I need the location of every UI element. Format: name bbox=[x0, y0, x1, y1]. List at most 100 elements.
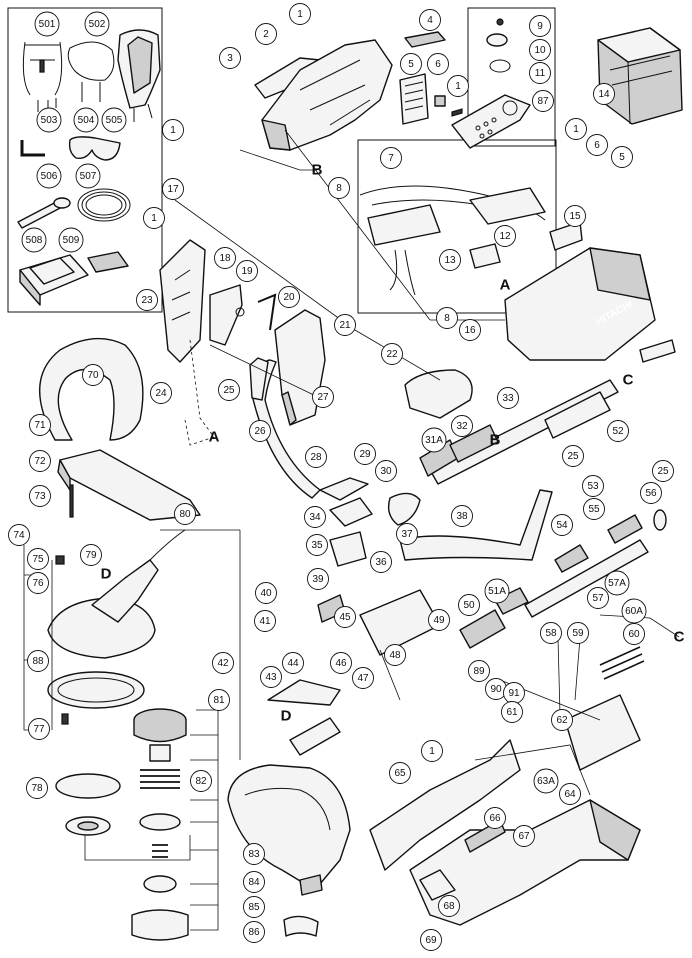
callout-circle bbox=[80, 544, 102, 566]
callout-number: 75 bbox=[32, 554, 44, 565]
callout-7: 7 bbox=[380, 147, 402, 169]
callout-5: 5 bbox=[400, 53, 422, 75]
callout-number: 15 bbox=[569, 211, 581, 222]
callout-number: 87 bbox=[537, 96, 549, 107]
callout-number: 43 bbox=[265, 672, 277, 683]
callout-22: 22 bbox=[381, 343, 403, 365]
callout-503: 503 bbox=[36, 107, 62, 133]
spring-c bbox=[639, 339, 676, 363]
callout-circle bbox=[652, 460, 674, 482]
callout-number: 88 bbox=[32, 656, 44, 667]
callout-circle bbox=[334, 314, 356, 336]
callout-circle bbox=[304, 506, 326, 528]
callout-circle bbox=[593, 83, 615, 105]
callout-circle bbox=[27, 650, 49, 672]
callout-circle bbox=[101, 107, 127, 133]
callout-circle bbox=[604, 570, 630, 596]
callout-number: 32 bbox=[456, 421, 468, 432]
callout-number: 6 bbox=[435, 59, 441, 70]
callout-circle bbox=[428, 609, 450, 631]
callout-65: 65 bbox=[389, 762, 411, 784]
callout-30: 30 bbox=[375, 460, 397, 482]
callout-54: 54 bbox=[551, 514, 573, 536]
callout-circle bbox=[421, 740, 443, 762]
callout-circle bbox=[451, 415, 473, 437]
callout-77: 77 bbox=[28, 718, 50, 740]
callout-24: 24 bbox=[150, 382, 172, 404]
callout-2: 2 bbox=[255, 23, 277, 45]
callout-56: 56 bbox=[640, 482, 662, 504]
callout-72: 72 bbox=[29, 450, 51, 472]
callout-number: 20 bbox=[283, 292, 295, 303]
callout-circle bbox=[278, 286, 300, 308]
callout-number: 26 bbox=[254, 426, 266, 437]
callout-circle bbox=[305, 446, 327, 468]
callout-number: 77 bbox=[33, 724, 45, 735]
callout-number: 27 bbox=[317, 392, 329, 403]
callout-number: 509 bbox=[63, 235, 80, 246]
terminal-4 bbox=[404, 31, 446, 48]
callout-55: 55 bbox=[583, 498, 605, 520]
callout-27: 27 bbox=[312, 386, 334, 408]
callout-52: 52 bbox=[607, 420, 629, 442]
callout-number: 71 bbox=[34, 420, 46, 431]
callout-63A: 63A bbox=[533, 768, 559, 794]
callout-number: 41 bbox=[259, 616, 271, 627]
callout-46: 46 bbox=[330, 652, 352, 674]
callout-29: 29 bbox=[354, 443, 376, 465]
callout-number: 70 bbox=[87, 370, 99, 381]
callout-circle bbox=[419, 9, 441, 31]
nut-75 bbox=[55, 555, 65, 565]
callout-39: 39 bbox=[307, 568, 329, 590]
callout-circle bbox=[439, 249, 461, 271]
callout-number: 59 bbox=[572, 628, 584, 639]
spool-cover-78 bbox=[55, 773, 121, 836]
callout-53: 53 bbox=[582, 475, 604, 497]
callout-circle bbox=[143, 207, 165, 229]
callout-509: 509 bbox=[58, 227, 84, 253]
callout-number: 40 bbox=[260, 588, 272, 599]
callout-number: 5 bbox=[619, 152, 625, 163]
callout-circle bbox=[219, 47, 241, 69]
callout-6: 6 bbox=[586, 134, 608, 156]
callout-circle bbox=[307, 568, 329, 590]
callout-number: 72 bbox=[34, 456, 46, 467]
callout-circle bbox=[218, 379, 240, 401]
cover-22 bbox=[404, 369, 473, 419]
callout-number: 5 bbox=[408, 59, 414, 70]
callout-circle bbox=[255, 23, 277, 45]
callout-circle bbox=[380, 147, 402, 169]
nylon-cord-507 bbox=[77, 188, 131, 222]
callout-number: 2 bbox=[263, 29, 269, 40]
hex-wrench-503 bbox=[20, 140, 45, 157]
callout-16: 16 bbox=[459, 319, 481, 341]
callout-81: 81 bbox=[208, 689, 230, 711]
callout-circle bbox=[58, 227, 84, 253]
callout-number: 54 bbox=[556, 520, 568, 531]
callout-circle bbox=[82, 364, 104, 386]
callout-78: 78 bbox=[26, 777, 48, 799]
callout-circle bbox=[484, 807, 506, 829]
callout-number: 6 bbox=[594, 140, 600, 151]
callout-41: 41 bbox=[254, 610, 276, 632]
callout-number: 1 bbox=[573, 124, 579, 135]
callout-number: 53 bbox=[587, 481, 599, 492]
callout-circle bbox=[370, 551, 392, 573]
callout-68: 68 bbox=[438, 895, 460, 917]
callout-3: 3 bbox=[219, 47, 241, 69]
callout-circle bbox=[438, 895, 460, 917]
callout-circle bbox=[567, 622, 589, 644]
callout-66: 66 bbox=[484, 807, 506, 829]
callout-number: 64 bbox=[564, 789, 576, 800]
callout-circle bbox=[73, 107, 99, 133]
lower-shaft bbox=[399, 489, 667, 618]
shoulder-strap-502 bbox=[67, 41, 115, 102]
callout-circle bbox=[583, 498, 605, 520]
callout-number: 29 bbox=[359, 449, 371, 460]
callout-number: 10 bbox=[534, 45, 546, 56]
callout-number: 18 bbox=[219, 253, 231, 264]
callout-circle bbox=[136, 289, 158, 311]
callout-19: 19 bbox=[236, 260, 258, 282]
callout-number: 25 bbox=[223, 385, 235, 396]
callout-circle bbox=[214, 247, 236, 269]
